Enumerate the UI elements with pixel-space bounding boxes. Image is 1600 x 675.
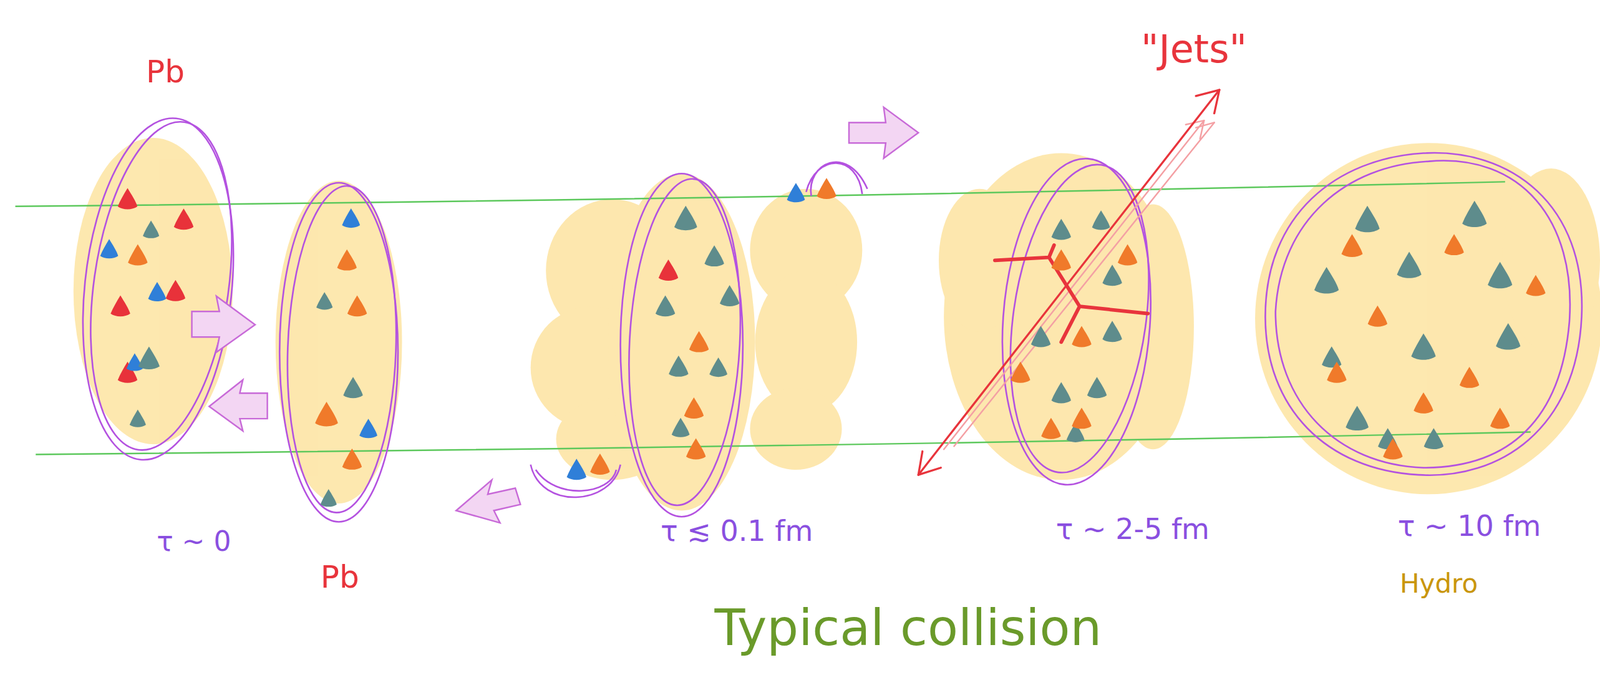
time-label: τ ≲ 0.1 fm	[660, 515, 813, 548]
time-label: τ ~ 2-5 fm	[1056, 513, 1210, 546]
time-label: τ ~ 0	[156, 525, 231, 556]
beam-line	[15, 181, 1531, 455]
nucleus-label: Pb	[145, 54, 185, 89]
motion-arrow	[192, 107, 919, 523]
time-label: τ ~ 10 fm	[1397, 510, 1542, 543]
caption: Typical collision	[714, 600, 1103, 656]
nucleus-outline	[67, 110, 1582, 522]
medium-cloud	[73, 137, 1600, 511]
jets-label: "Jets"	[1140, 27, 1247, 70]
jet	[918, 89, 1220, 475]
stage-label: Hydro	[1399, 569, 1478, 599]
nucleus-label: Pb	[320, 559, 360, 594]
parton	[100, 177, 1546, 507]
